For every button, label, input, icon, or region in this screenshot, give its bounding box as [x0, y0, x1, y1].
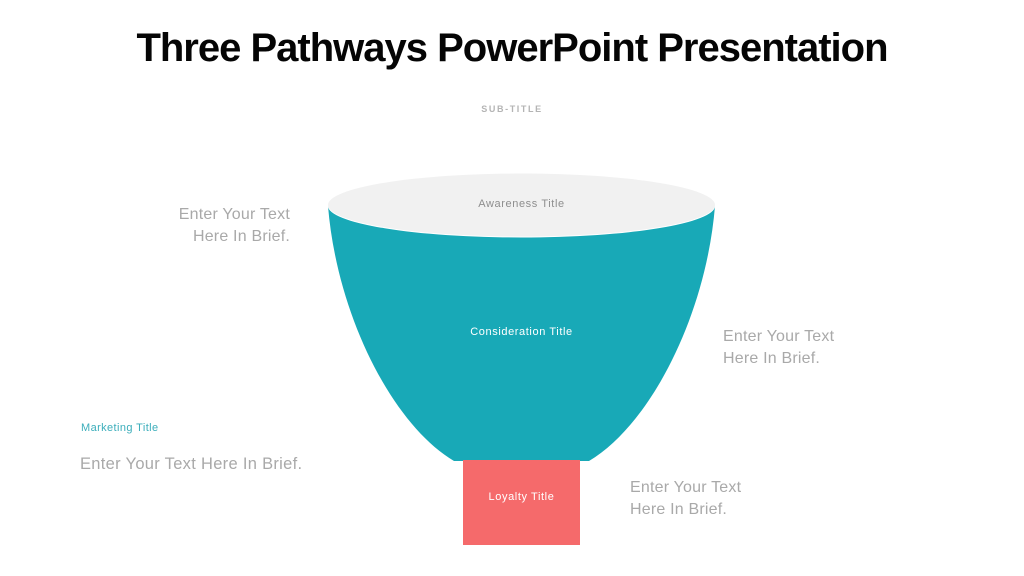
annotation-top-left: Enter Your Text Here In Brief. — [90, 204, 290, 247]
slide-title: Three Pathways PowerPoint Presentation — [136, 26, 888, 70]
annotation-top-left-line1: Enter Your Text — [178, 206, 290, 223]
funnel-stage-label-loyalty: Loyalty Title — [488, 491, 555, 503]
annotation-bottom-right: Enter Your Text Here In Brief. — [630, 477, 830, 520]
funnel-stage-label-consideration: Consideration Title — [470, 326, 573, 338]
funnel-stage-label-awareness: Awareness Title — [478, 198, 565, 210]
funnel-bowl-shape — [328, 206, 715, 461]
annotation-middle-right-line1: Enter Your Text — [723, 328, 835, 345]
annotation-bottom-left-text: Enter Your Text Here In Brief. — [80, 455, 303, 473]
annotation-bottom-right-line2: Here In Brief. — [630, 500, 728, 518]
slide-subtitle: SUB-TITLE — [481, 104, 543, 114]
funnel-top-ellipse-shape — [328, 173, 715, 237]
annotation-middle-right-line2: Here In Brief. — [723, 349, 821, 367]
annotation-middle-right: Enter Your Text Here In Brief. — [723, 326, 923, 369]
funnel-spout-shape — [463, 460, 580, 545]
annotation-bottom-left-heading: Marketing Title — [81, 422, 159, 434]
annotation-bottom-right-line1: Enter Your Text — [630, 479, 742, 496]
annotation-top-left-line2: Here In Brief. — [192, 227, 290, 245]
